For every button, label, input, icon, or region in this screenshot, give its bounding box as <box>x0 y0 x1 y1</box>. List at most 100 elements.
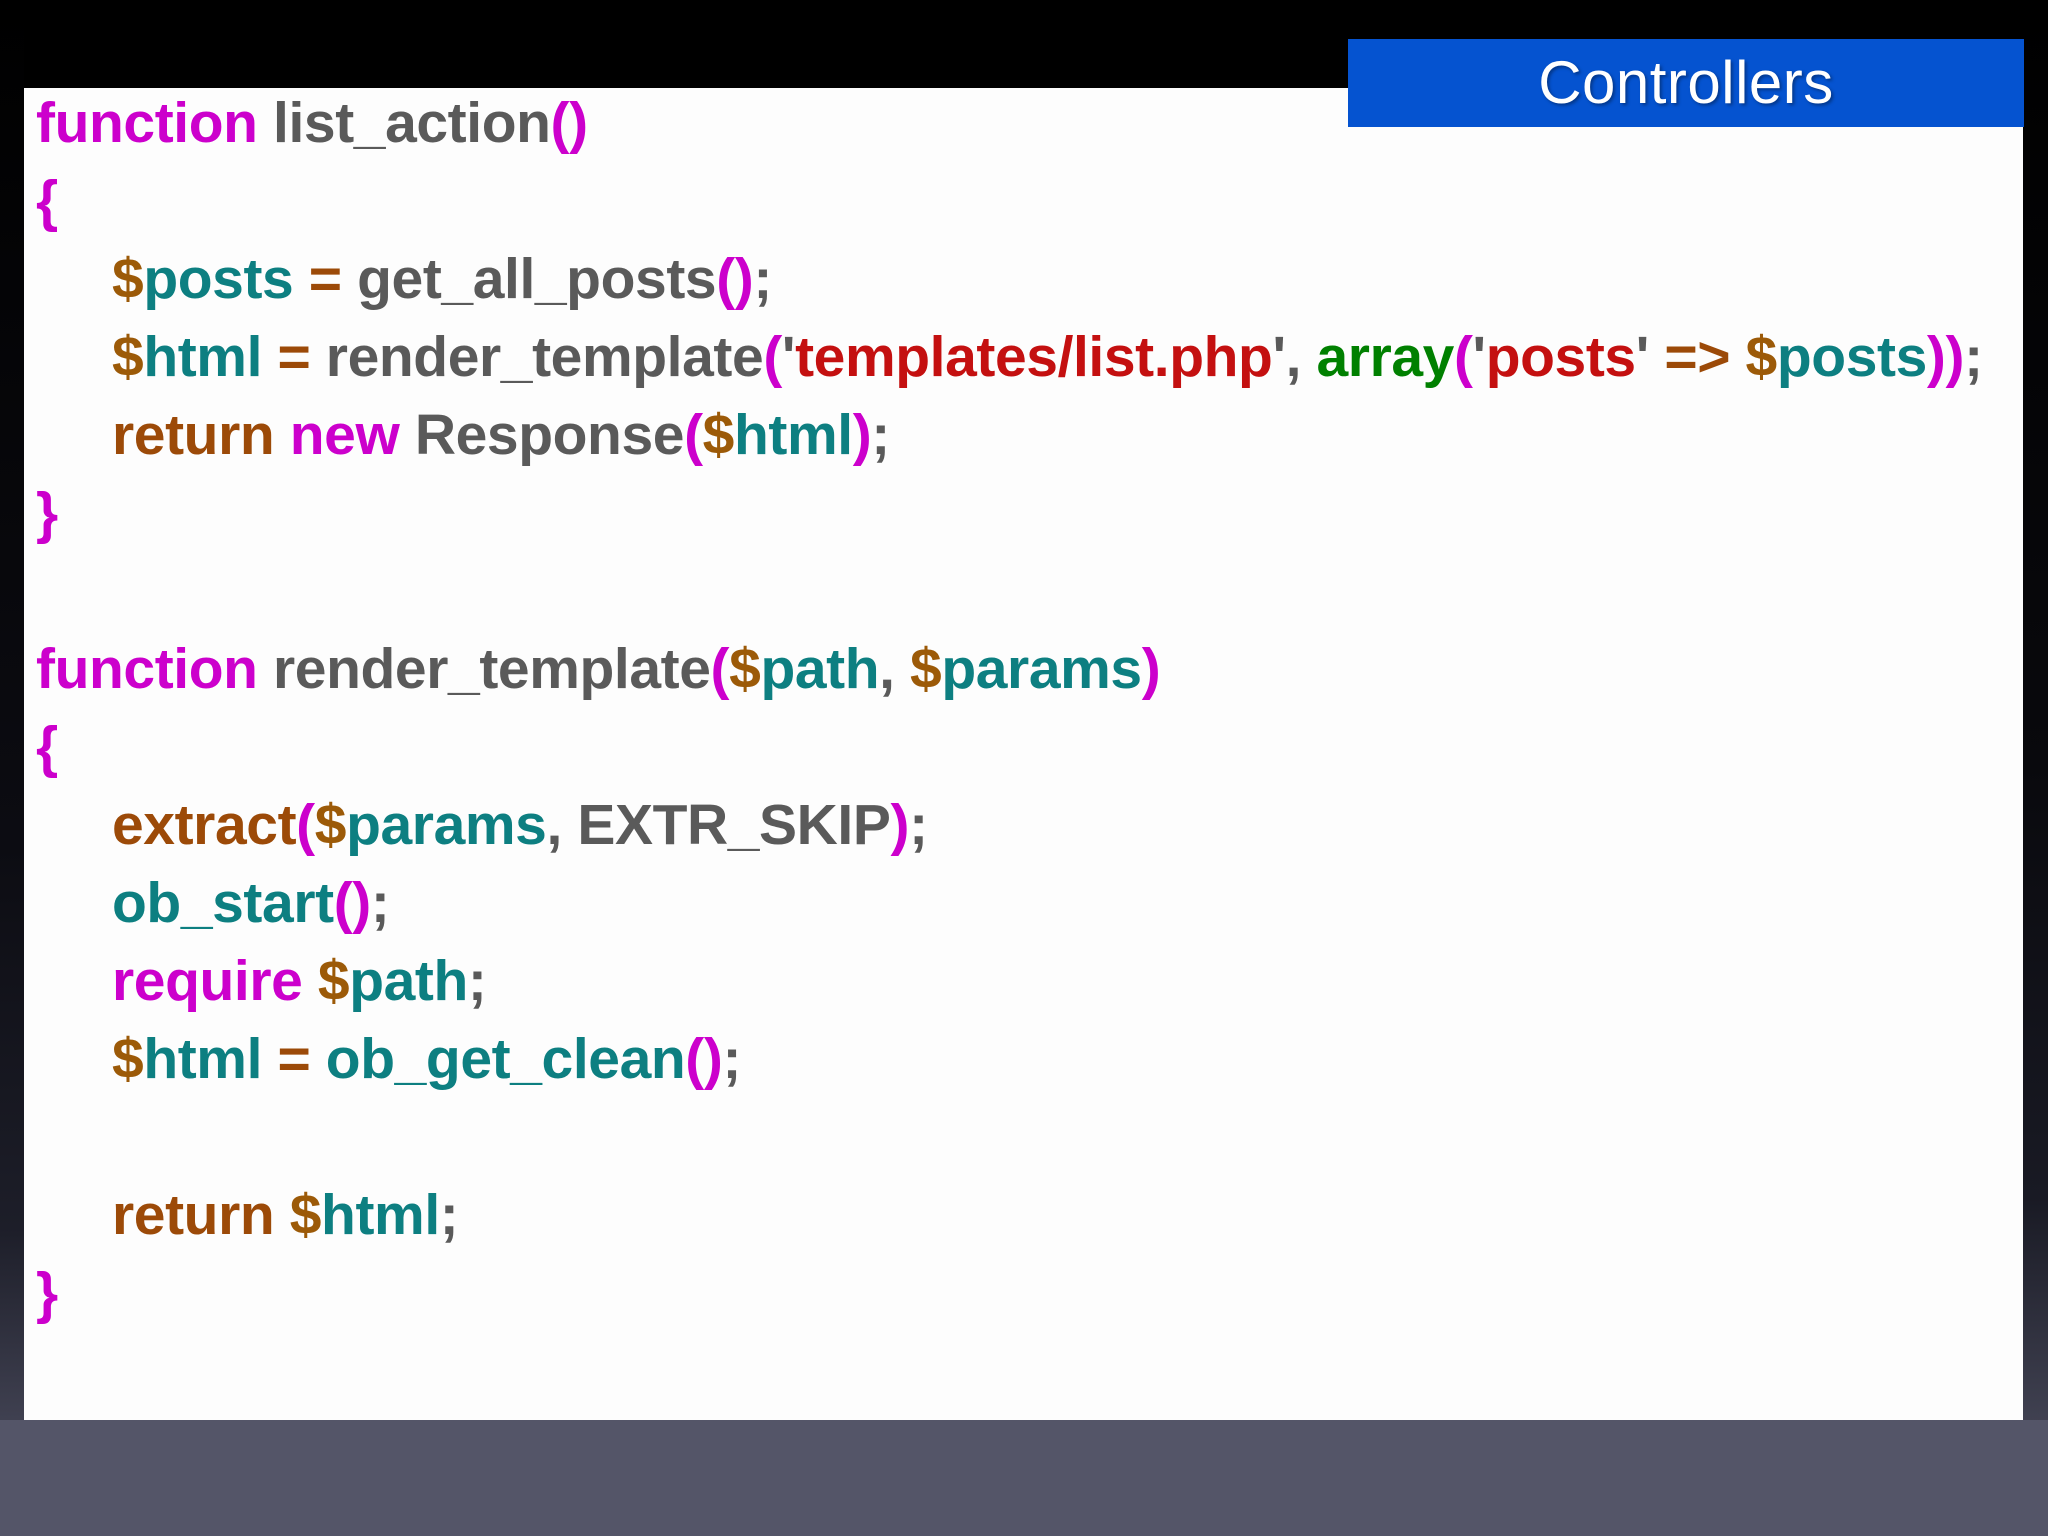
code-line: extract($params, EXTR_SKIP); <box>36 786 2023 864</box>
code-token: $ <box>910 637 942 701</box>
code-token: ; <box>467 949 487 1013</box>
code-token: $ <box>702 403 735 467</box>
code-token <box>258 637 273 701</box>
code-token: function <box>36 91 258 155</box>
code-token: ) <box>1141 637 1161 701</box>
code-token: $ <box>1745 325 1778 389</box>
code-token <box>1730 325 1745 389</box>
code-token: html <box>143 325 263 389</box>
code-line: $posts = get_all_posts(); <box>36 240 2023 318</box>
code-token: array <box>1316 325 1454 389</box>
code-token: ; <box>909 793 928 857</box>
code-token <box>1649 325 1664 389</box>
code-token: ; <box>1964 325 1983 389</box>
code-token: = <box>277 1027 311 1091</box>
code-token: ob_get_clean <box>325 1027 686 1091</box>
code-line: return new Response($html); <box>36 396 2023 474</box>
code-token: posts <box>1776 325 1927 389</box>
code-token: html <box>321 1183 440 1247</box>
code-token: ; <box>439 1183 459 1247</box>
code-token: () <box>333 871 372 935</box>
code-token: params <box>941 637 1142 701</box>
code-token: ' <box>1472 325 1487 389</box>
code-token: } <box>36 1261 58 1325</box>
code-token: return <box>112 1183 275 1247</box>
code-token: $ <box>112 247 144 311</box>
code-token <box>302 949 317 1013</box>
code-token: ( <box>710 637 730 701</box>
code-token: $ <box>317 949 350 1013</box>
code-token: posts <box>143 247 294 311</box>
code-token: , <box>546 793 578 857</box>
code-token: ( <box>684 403 703 467</box>
code-line <box>36 552 2023 630</box>
code-token: , <box>879 637 911 701</box>
code-token: , <box>1285 325 1317 389</box>
code-token: ) <box>890 793 910 857</box>
code-token: = <box>277 325 311 389</box>
code-token: posts <box>1485 325 1636 389</box>
code-token: function <box>36 637 258 701</box>
code-token: ( <box>296 793 315 857</box>
code-line: require $path; <box>36 942 2023 1020</box>
code-token: path <box>760 637 880 701</box>
code-token: => <box>1664 325 1731 389</box>
code-line: $html = ob_get_clean(); <box>36 1020 2023 1098</box>
page-title: Controllers <box>1538 49 1834 116</box>
code-token <box>310 325 325 389</box>
code-token <box>310 1027 325 1091</box>
code-token: () <box>716 247 754 311</box>
code-line: return $html; <box>36 1176 2023 1254</box>
code-token <box>293 247 308 311</box>
code-token: ; <box>722 1027 742 1091</box>
code-line: function render_template($path, $params) <box>36 630 2023 708</box>
code-card: function list_action(){$posts = get_all_… <box>24 88 2023 1420</box>
code-token: ( <box>1453 325 1473 389</box>
code-token: html <box>143 1027 263 1091</box>
slide-left-edge <box>0 0 24 1536</box>
code-token <box>399 403 414 467</box>
code-line: function list_action() <box>36 88 2023 162</box>
code-token: render_template <box>325 325 764 389</box>
code-token: $ <box>314 793 347 857</box>
code-token: $ <box>729 637 761 701</box>
code-token: { <box>36 169 58 233</box>
code-line: { <box>36 162 2023 240</box>
code-token: { <box>36 715 58 779</box>
code-token: = <box>308 247 342 311</box>
code-token: () <box>550 91 589 155</box>
code-token: )) <box>1926 325 1965 389</box>
code-token <box>274 403 289 467</box>
code-line: { <box>36 708 2023 786</box>
code-line <box>36 1098 2023 1176</box>
code-token: } <box>36 481 58 545</box>
code-token: ( <box>763 325 782 389</box>
code-token: require <box>112 949 303 1013</box>
code-token: $ <box>289 1183 322 1247</box>
code-token <box>262 325 277 389</box>
code-token: extract <box>112 793 297 857</box>
code-token: ' <box>781 325 796 389</box>
code-line: $html = render_template('templates/list.… <box>36 318 2023 396</box>
code-token: list_action <box>273 91 551 155</box>
slide-bottom-band <box>0 1420 2048 1536</box>
code-token <box>258 91 273 155</box>
code-token: () <box>685 1027 723 1091</box>
code-token: params <box>346 793 547 857</box>
code-token <box>262 1027 277 1091</box>
code-token: get_all_posts <box>357 247 717 311</box>
code-token: ; <box>871 403 890 467</box>
code-token: templates/list.php <box>795 325 1273 389</box>
code-token: render_template <box>273 637 711 701</box>
code-line: ob_start(); <box>36 864 2023 942</box>
code-token: return <box>112 403 275 467</box>
code-token: html <box>733 403 853 467</box>
code-token: ; <box>753 247 772 311</box>
code-token: new <box>289 403 400 467</box>
code-token <box>342 247 357 311</box>
code-token: ) <box>852 403 872 467</box>
code-token: ' <box>1272 325 1286 389</box>
code-token: path <box>349 949 468 1013</box>
code-listing: function list_action(){$posts = get_all_… <box>36 88 2023 1332</box>
slide-right-edge <box>2022 0 2048 1536</box>
